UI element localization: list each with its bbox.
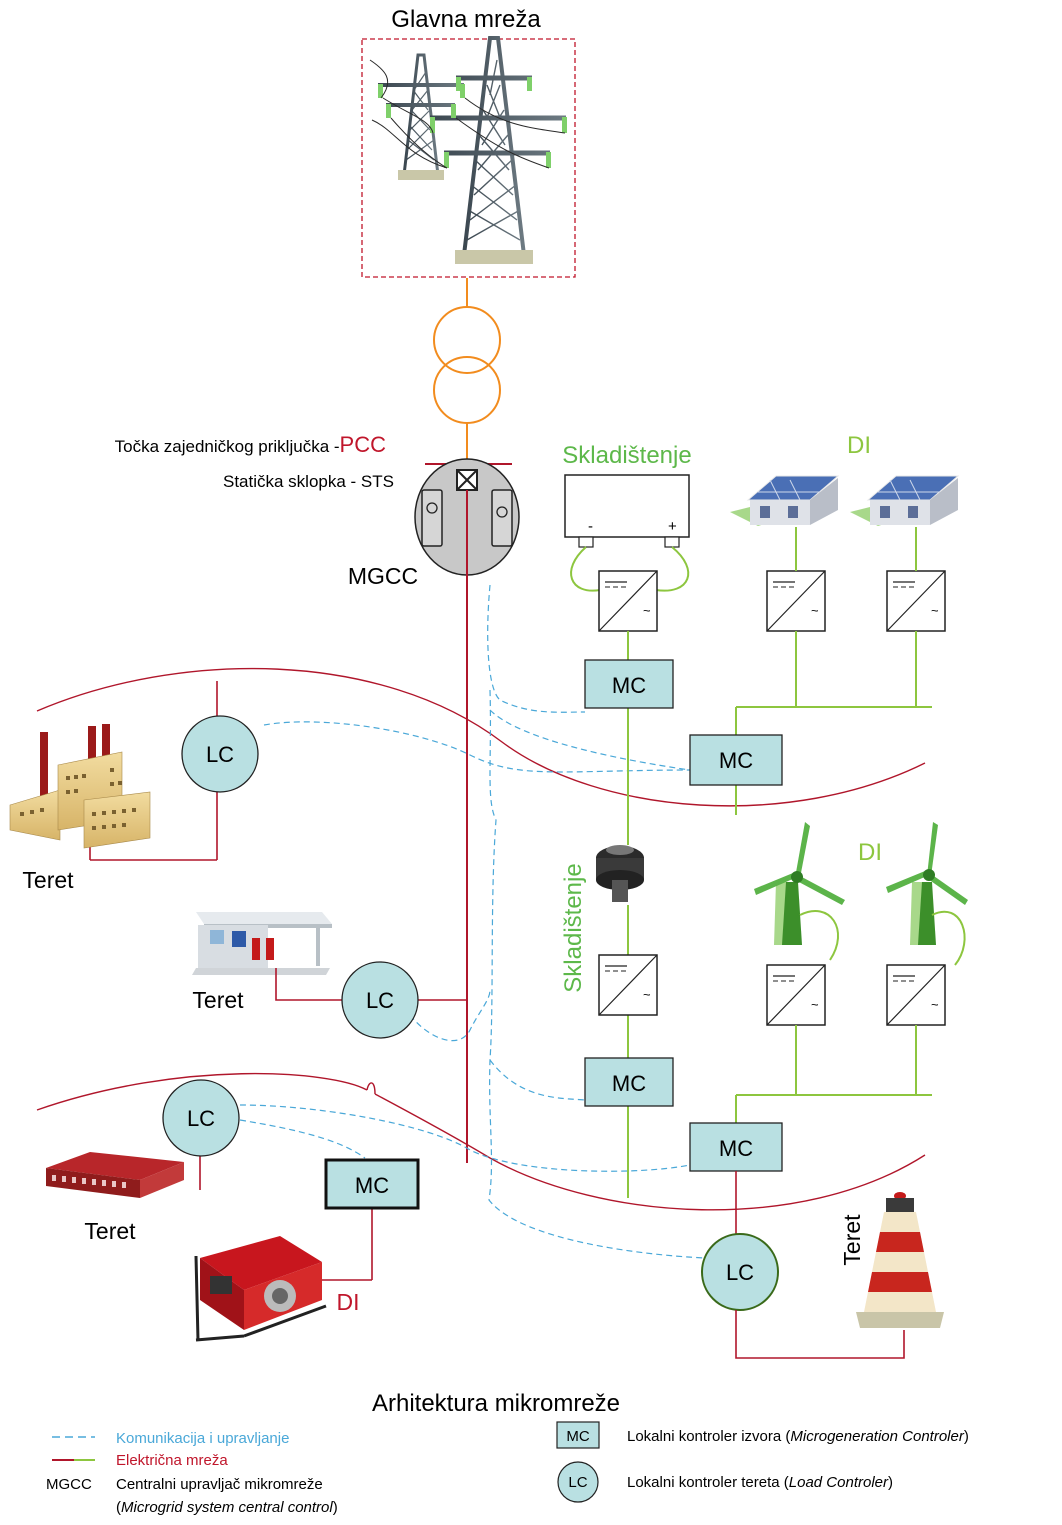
wind-turbine-icon: [886, 822, 968, 966]
lc-controller-station[interactable]: LC: [341, 961, 419, 1039]
legend-lc-swatch: LC: [557, 1461, 599, 1503]
mc-controller-wind[interactable]: MC: [689, 1122, 783, 1172]
feeder-3-arc-right: [374, 1093, 926, 1211]
lc-controller-factory[interactable]: LC: [181, 715, 259, 793]
pcc-label: Točka zajedničkog priključka -PCC: [115, 432, 386, 457]
generator-icon: [194, 1236, 327, 1342]
feeder-3-hop: [366, 1082, 376, 1095]
svg-text:LC: LC: [187, 1106, 215, 1131]
diagram-caption: Arhitektura mikromreže: [372, 1390, 620, 1417]
transformer-primary-winding: [433, 306, 501, 374]
lc-controller-warehouse[interactable]: LC: [162, 1079, 240, 1157]
svg-text:~: ~: [931, 997, 939, 1012]
feeder-3-arc-left: [36, 1072, 368, 1111]
svg-text:~: ~: [643, 603, 651, 618]
svg-text:LC: LC: [568, 1474, 587, 1491]
svg-text:~: ~: [811, 997, 819, 1012]
legend-mc-swatch: MC: [556, 1421, 600, 1449]
legend-comm-text: Komunikacija i upravljanje: [116, 1430, 289, 1447]
flywheel-icon: [596, 845, 644, 902]
converter-icon: ~: [886, 964, 946, 1026]
converter-icon: ~: [766, 570, 826, 632]
battery-plus: +: [668, 518, 677, 535]
svg-text:MC: MC: [612, 1071, 646, 1096]
load-label-warehouse: Teret: [84, 1218, 136, 1244]
mgcc-right-switch: [491, 489, 513, 547]
svg-text:LC: LC: [366, 988, 394, 1013]
mgcc-left-switch: [421, 489, 443, 547]
svg-text:MC: MC: [566, 1428, 589, 1445]
sts-label: Statička sklopka - STS: [223, 472, 394, 491]
converter-icon: ~: [766, 964, 826, 1026]
mgcc-label: MGCC: [348, 563, 418, 589]
power-cables: [369, 59, 566, 169]
factory-icon: [9, 724, 151, 849]
transformer-secondary-winding: [433, 356, 501, 424]
feeder-1-arc: [36, 667, 926, 807]
svg-text:LC: LC: [726, 1260, 754, 1285]
svg-text:MC: MC: [612, 673, 646, 698]
legend-lc-text: Lokalni kontroler tereta (Load Controler…: [627, 1474, 893, 1491]
di-label-pv: DI: [847, 432, 871, 459]
legend-power-text: Električna mreža: [116, 1452, 228, 1469]
mc-controller-generator[interactable]: MC: [324, 1158, 420, 1210]
pv-house-icon: [730, 475, 840, 526]
svg-text:LC: LC: [206, 742, 234, 767]
svg-text:~: ~: [643, 987, 651, 1002]
storage-label-top: Skladištenje: [562, 442, 691, 469]
gas-station-icon: [192, 912, 332, 975]
main-grid-title: Glavna mreža: [391, 6, 541, 33]
di-label-wind: DI: [858, 839, 882, 866]
static-switch-icon: [456, 469, 478, 491]
load-label-station: Teret: [192, 987, 244, 1013]
battery-minus: -: [588, 518, 593, 535]
svg-text:~: ~: [811, 603, 819, 618]
storage-label-mid: Skladištenje: [560, 863, 587, 992]
communication-lines: [239, 584, 706, 1259]
battery-icon: [564, 474, 690, 538]
lighthouse-icon: [856, 1192, 944, 1328]
pv-house-icon: [850, 475, 960, 526]
legend-mgcc-desc-en: (Microgrid system central control): [116, 1499, 338, 1516]
di-label-generator: DI: [337, 1289, 360, 1315]
mc-controller-storage-top[interactable]: MC: [584, 659, 674, 709]
converter-icon: ~: [598, 954, 658, 1016]
converter-icon: ~: [886, 570, 946, 632]
legend-mc-text: Lokalni kontroler izvora (Microgeneratio…: [627, 1428, 969, 1445]
svg-text:MC: MC: [355, 1173, 389, 1198]
legend-mgcc-abbr: MGCC: [46, 1476, 92, 1493]
mc-controller-storage-mid[interactable]: MC: [584, 1057, 674, 1107]
warehouse-icon: [46, 1152, 184, 1198]
main-grid-frame: [361, 38, 576, 278]
lc-controller-lighthouse[interactable]: LC: [701, 1233, 779, 1311]
mc-controller-pv[interactable]: MC: [689, 734, 783, 786]
load-label-factory: Teret: [22, 867, 74, 893]
svg-text:~: ~: [931, 603, 939, 618]
transmission-tower-icon: [378, 36, 566, 264]
dg-lines-wind: [735, 1025, 932, 1123]
converter-icon: ~: [598, 570, 658, 632]
legend-mgcc-desc: Centralni upravljač mikromreže: [116, 1476, 323, 1493]
wind-turbine-icon: [754, 822, 845, 961]
svg-text:MC: MC: [719, 1136, 753, 1161]
svg-text:MC: MC: [719, 748, 753, 773]
dg-lines-top: [627, 527, 932, 1198]
load-label-lighthouse: Teret: [839, 1214, 865, 1266]
insulator-icon: [378, 77, 567, 168]
